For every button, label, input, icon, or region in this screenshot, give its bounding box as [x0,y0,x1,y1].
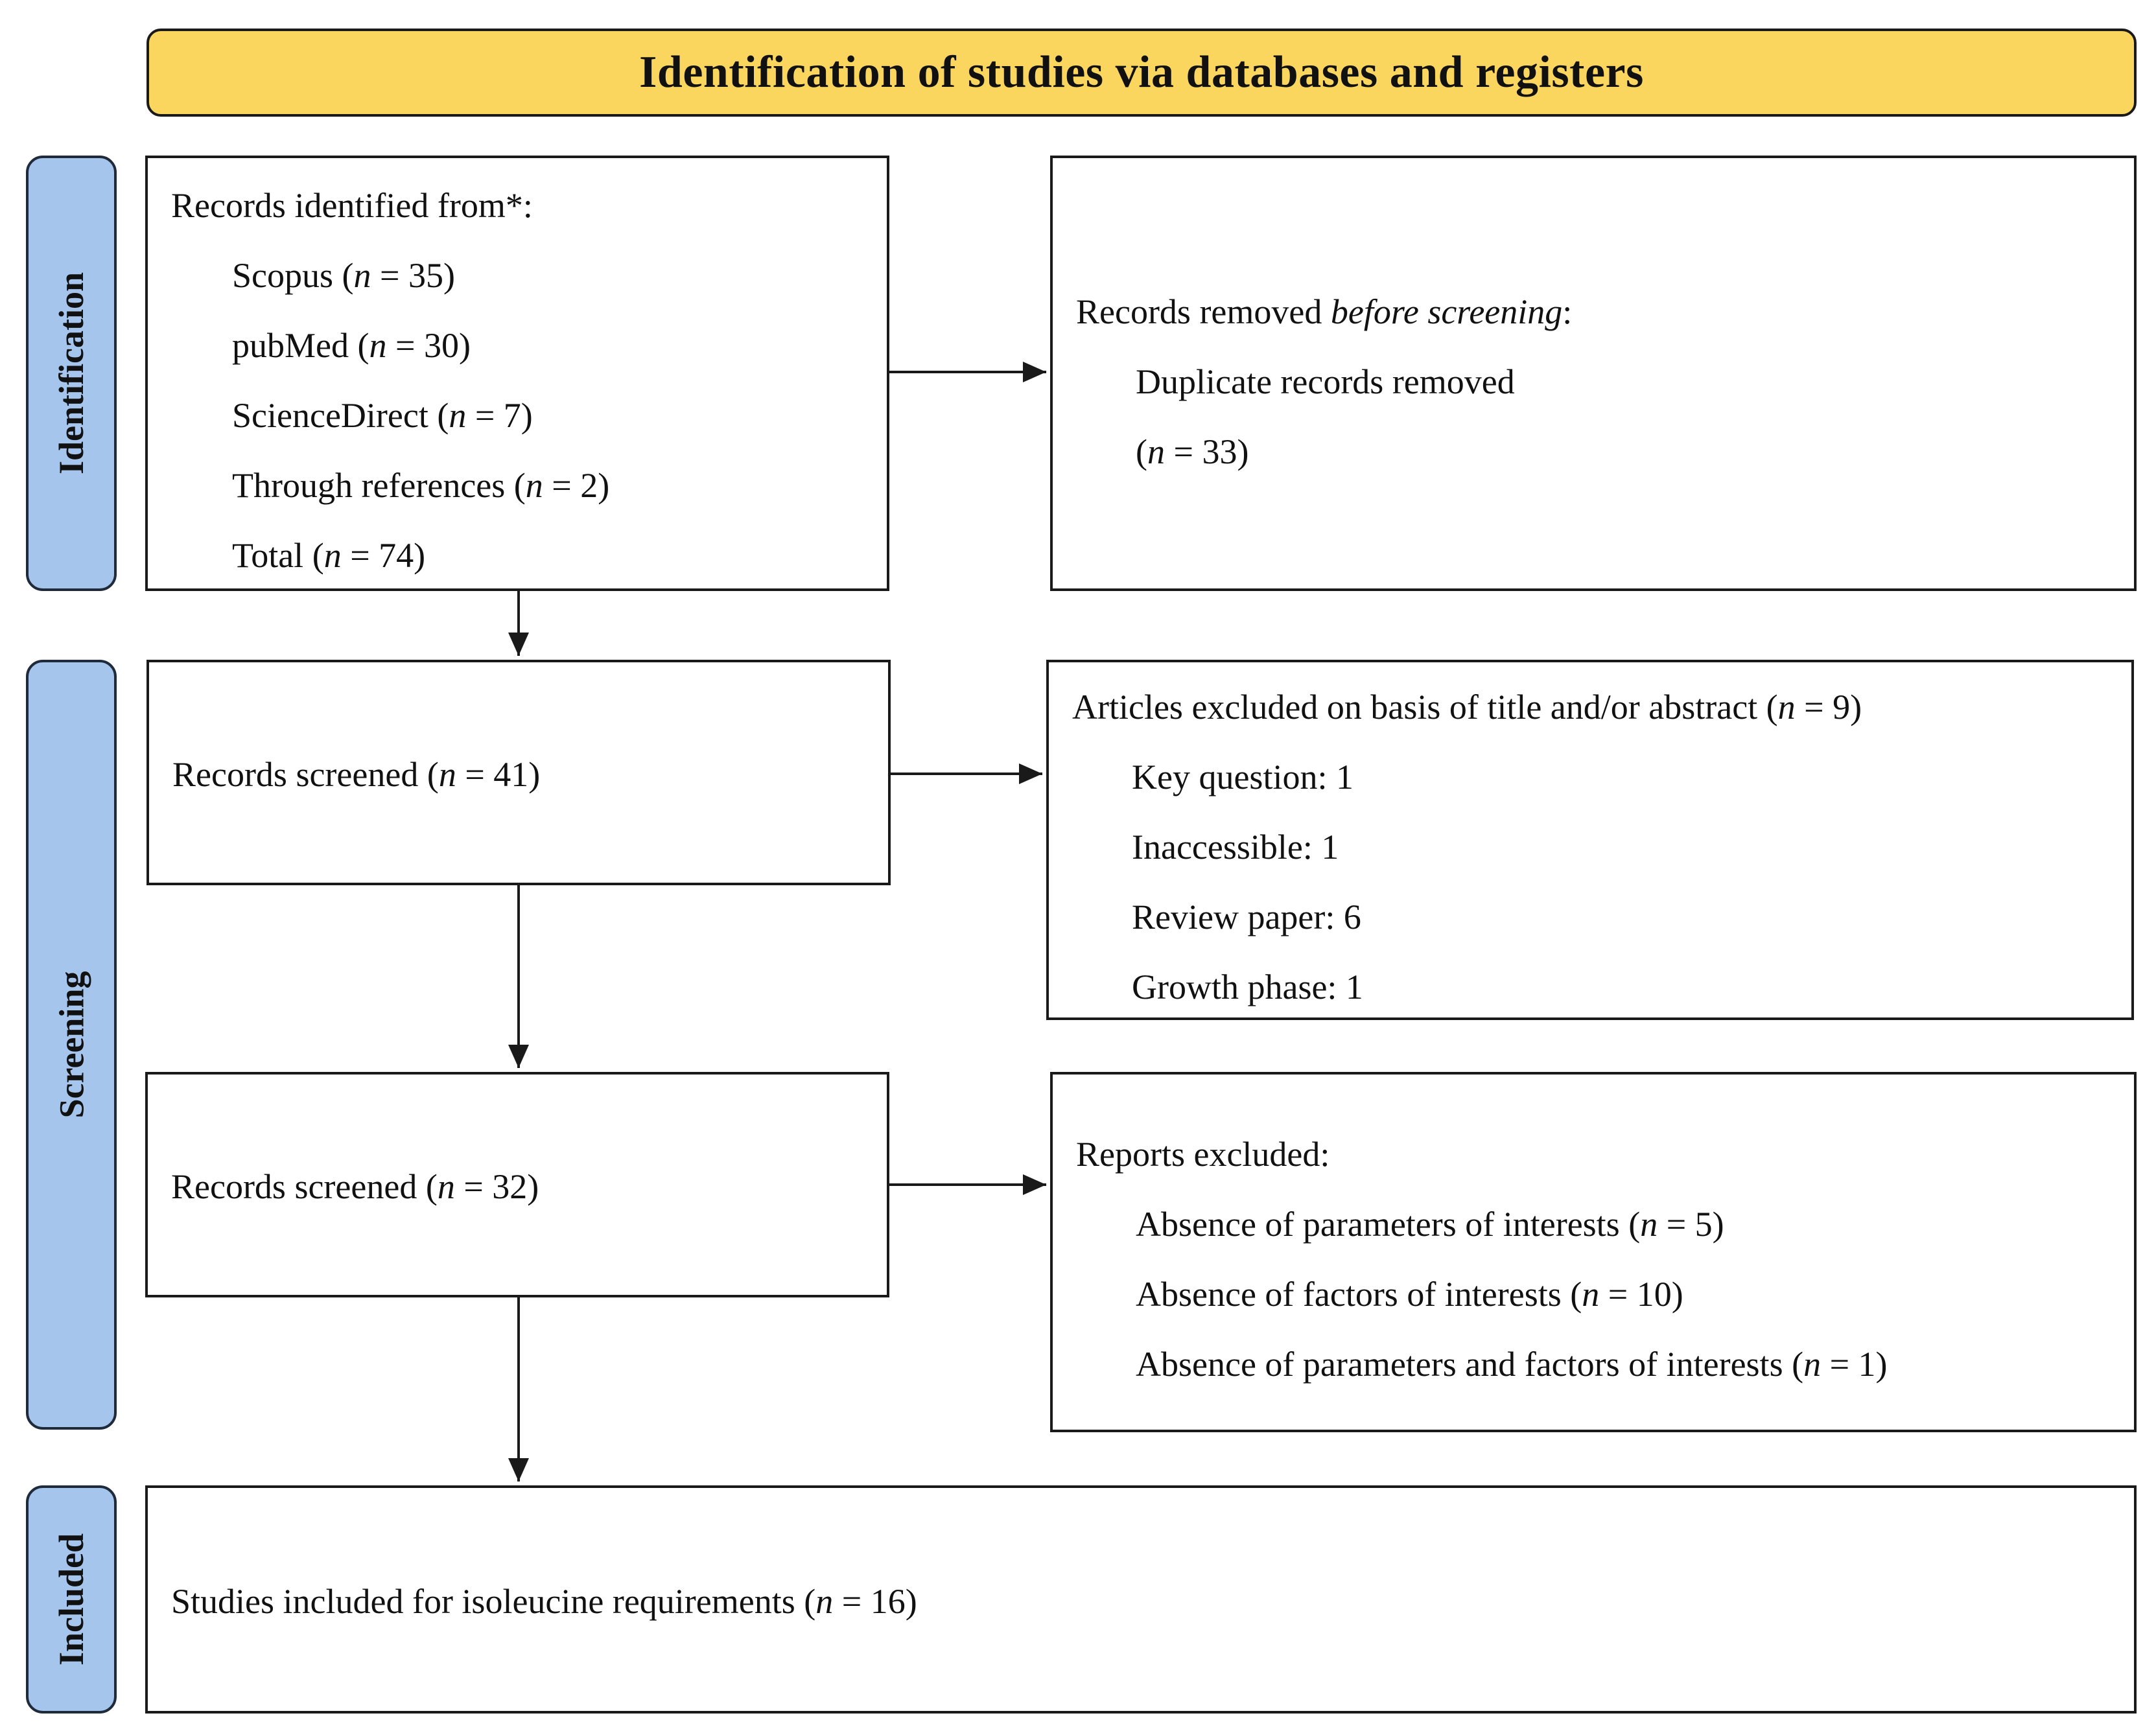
records-removed-box: Records removed before screening: Duplic… [1050,156,2137,591]
duplicates-label: Duplicate records removed [1136,362,1515,401]
articles-excluded-box: Articles excluded on basis of title and/… [1046,660,2134,1020]
excluded-growth-phase: Growth phase: 1 [1132,968,1363,1006]
reports-excluded-heading: Reports excluded: [1076,1135,1330,1174]
excluded-review-paper: Review paper: 6 [1132,898,1361,936]
records-screened-1-text: Records screened (n = 41) [172,755,541,794]
excluded-inaccessible: Inaccessible: 1 [1132,828,1339,866]
records-screened-box-2: Records screened (n = 32) [145,1072,889,1297]
records-total: Total (n = 74) [232,536,426,575]
source-pubmed: pubMed (n = 30) [232,326,471,365]
studies-included-text: Studies included for isoleucine requirem… [171,1582,917,1621]
header-banner: Identification of studies via databases … [146,29,2137,117]
records-screened-box-1: Records screened (n = 41) [146,660,891,885]
excluded-both: Absence of parameters and factors of int… [1136,1345,1888,1384]
excluded-factors: Absence of factors of interests (n = 10) [1136,1275,1683,1314]
records-identified-heading: Records identified from*: [171,186,533,225]
source-sciencedirect: ScienceDirect (n = 7) [232,396,533,435]
phase-label-screening: Screening [26,660,117,1430]
source-references: Through references (n = 2) [232,466,610,505]
source-scopus: Scopus (n = 35) [232,256,455,295]
articles-excluded-heading: Articles excluded on basis of title and/… [1072,688,1862,726]
phase-label-included: Included [26,1485,117,1714]
duplicates-count: (n = 33) [1136,432,1249,471]
records-screened-2-text: Records screened (n = 32) [171,1167,539,1206]
studies-included-box: Studies included for isoleucine requirem… [145,1485,2137,1714]
excluded-key-question: Key question: 1 [1132,758,1353,796]
records-identified-box: Records identified from*: Scopus (n = 35… [145,156,889,591]
records-removed-heading: Records removed before screening: [1076,292,1573,331]
header-title: Identification of studies via databases … [639,47,1644,97]
reports-excluded-box: Reports excluded: Absence of parameters … [1050,1072,2137,1432]
phase-label-identification: Identification [26,156,117,591]
excluded-parameters: Absence of parameters of interests (n = … [1136,1205,1724,1244]
